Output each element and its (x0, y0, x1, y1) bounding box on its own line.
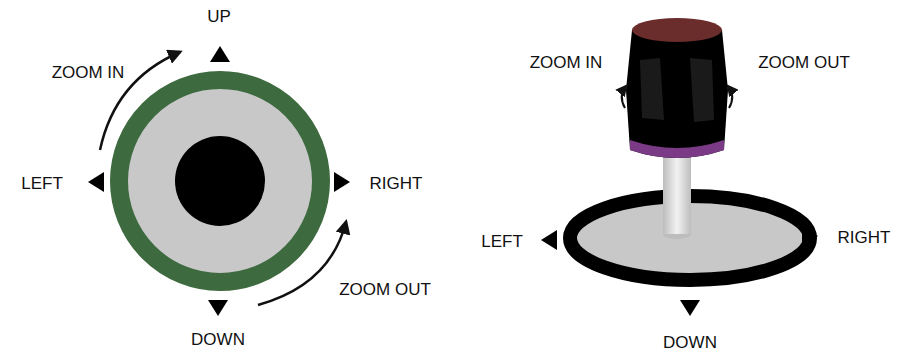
ring (119, 80, 321, 282)
knob-body (626, 30, 728, 158)
knob-band (630, 140, 724, 158)
direction-label: ZOOM OUT (758, 54, 850, 71)
direction-label: UP (207, 8, 231, 25)
right-arrow (802, 226, 818, 246)
left-arrow (88, 172, 104, 192)
zoom-out-arrow (258, 222, 346, 305)
direction-label: ZOOM IN (52, 64, 125, 81)
top-view (88, 46, 350, 316)
zoom-in-arrow (622, 86, 626, 108)
right-arrow (334, 172, 350, 192)
down-arrow (208, 300, 228, 316)
knob-top (175, 136, 265, 226)
stick (663, 150, 691, 234)
direction-label: ZOOM OUT (339, 281, 431, 298)
knob-grip (640, 58, 714, 122)
direction-label: DOWN (663, 334, 717, 351)
left-arrow (541, 230, 557, 250)
direction-label: LEFT (481, 233, 523, 250)
zoom-out-arrow (728, 86, 732, 108)
down-arrow (680, 300, 700, 316)
knob-cap (632, 18, 722, 42)
direction-label: LEFT (21, 175, 63, 192)
direction-label: RIGHT (838, 229, 891, 246)
direction-label: ZOOM IN (530, 54, 603, 71)
direction-label: RIGHT (370, 175, 423, 192)
direction-label: DOWN (191, 331, 245, 348)
up-arrow (210, 46, 230, 62)
